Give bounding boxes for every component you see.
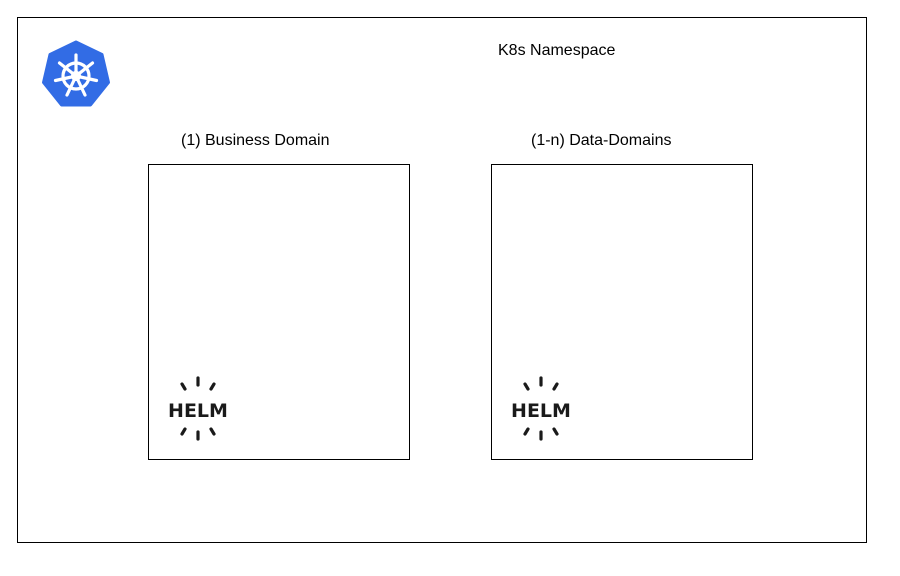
helm-icon: HELM — [511, 376, 571, 441]
business-domain-label: (1) Business Domain — [181, 132, 330, 149]
namespace-title: K8s Namespace — [498, 42, 616, 59]
helm-icon: HELM — [168, 376, 228, 441]
k8s-namespace-frame — [17, 17, 867, 543]
data-domains-box — [491, 164, 753, 460]
kubernetes-icon — [42, 40, 110, 107]
business-domain-box — [148, 164, 410, 460]
helm-label: HELM — [511, 400, 571, 422]
data-domains-label: (1-n) Data-Domains — [531, 132, 672, 149]
helm-label: HELM — [168, 400, 228, 422]
